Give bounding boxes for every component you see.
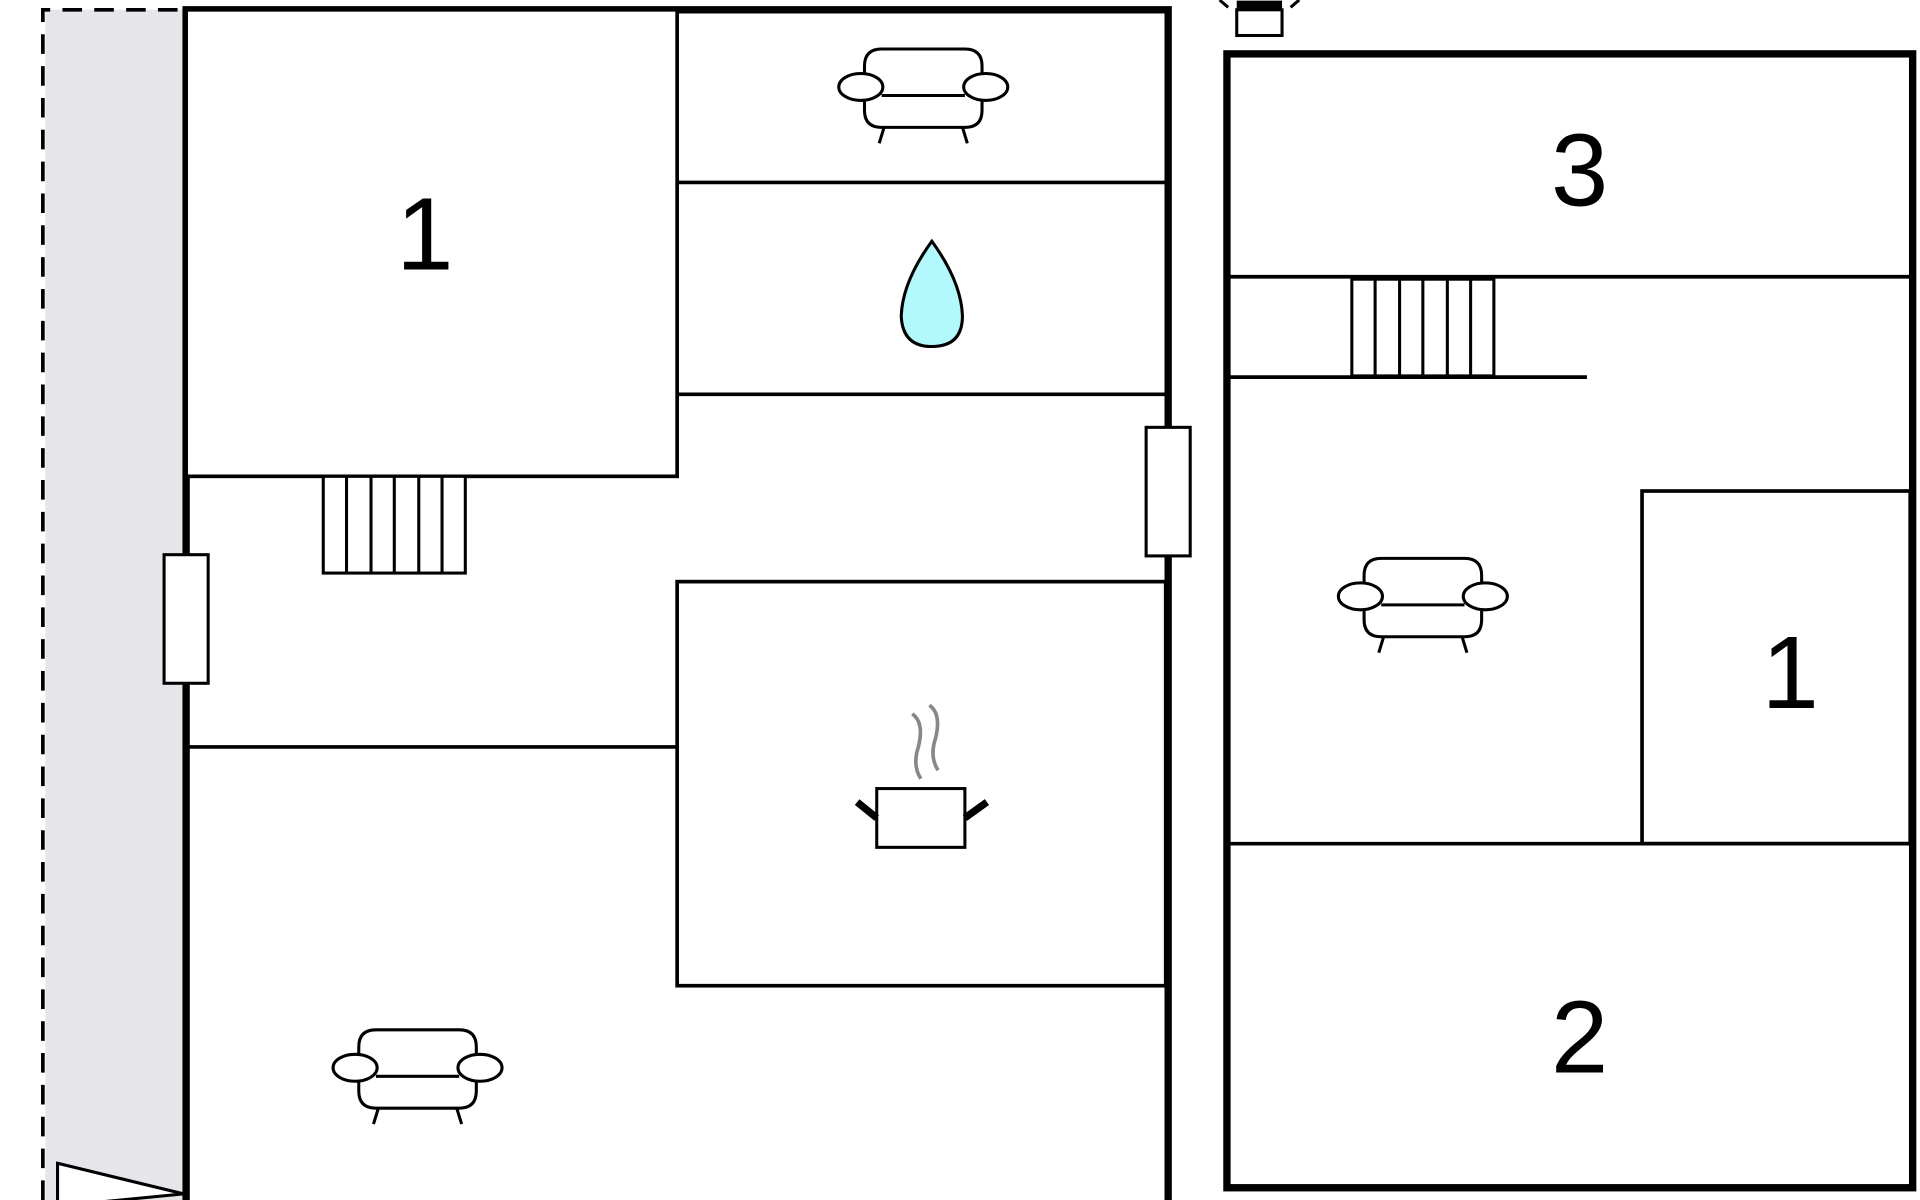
room-label: 1 — [396, 176, 453, 291]
stairs-icon — [1350, 277, 1496, 378]
right-floor: 3 1 2 — [1218, 0, 1917, 1192]
lamp-icon — [1218, 0, 1301, 38]
room-bedroom-1 — [1640, 489, 1913, 846]
terrace-area — [45, 9, 185, 1200]
cooking-pot-icon — [854, 703, 990, 849]
water-drop-icon — [899, 238, 964, 349]
entrance-step — [56, 1161, 185, 1200]
room-label: 1 — [1762, 615, 1819, 730]
door — [162, 553, 210, 685]
terrace-boundary — [41, 7, 184, 1200]
stairs-icon — [321, 474, 467, 575]
room-label: 2 — [1551, 980, 1608, 1095]
left-floor: 1 — [162, 6, 1192, 1200]
room-bedroom-1 — [184, 7, 679, 479]
room-label: 3 — [1551, 113, 1608, 228]
room-kitchen — [675, 579, 1168, 988]
door — [1144, 425, 1192, 558]
